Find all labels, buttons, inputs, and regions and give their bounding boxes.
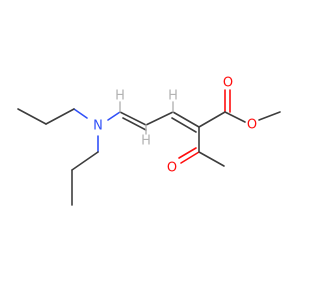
atom-hydrogen-3: H — [168, 89, 178, 104]
molecule-structure-diagram: N O O O H H H — [17, 76, 281, 206]
bond-c4-ester-c — [198, 111, 226, 128]
atom-hydrogen-2: H — [141, 134, 151, 149]
bond-propyl1-c3 — [17, 108, 47, 125]
bond-propyl1-c2 — [45, 108, 75, 125]
bond-c2-c3 — [145, 111, 174, 126]
bond-ester-c-o-single — [224, 111, 246, 123]
bond-c3-c4-b — [171, 117, 197, 133]
bond-c1-c2-a — [119, 111, 147, 126]
atom-oxygen-ester: O — [247, 118, 257, 133]
bond-propyl2-c2 — [71, 151, 99, 171]
bond-ketone-c-o-b — [178, 147, 197, 159]
bond-c1-c2-b — [122, 117, 147, 131]
bond-n-c1 — [107, 111, 121, 121]
atom-oxygen-ketone: O — [167, 161, 177, 176]
bond-o-methyl — [258, 111, 281, 121]
bond-n-propyl1 — [73, 108, 88, 119]
bond-ketone-methyl — [198, 151, 225, 167]
bond-ketone-c-o-a — [180, 151, 200, 164]
atom-nitrogen: N — [93, 119, 103, 134]
bond-c3-c4-a — [172, 111, 200, 128]
atom-oxygen-carbonyl: O — [223, 76, 233, 91]
atom-hydrogen-1: H — [115, 89, 125, 104]
